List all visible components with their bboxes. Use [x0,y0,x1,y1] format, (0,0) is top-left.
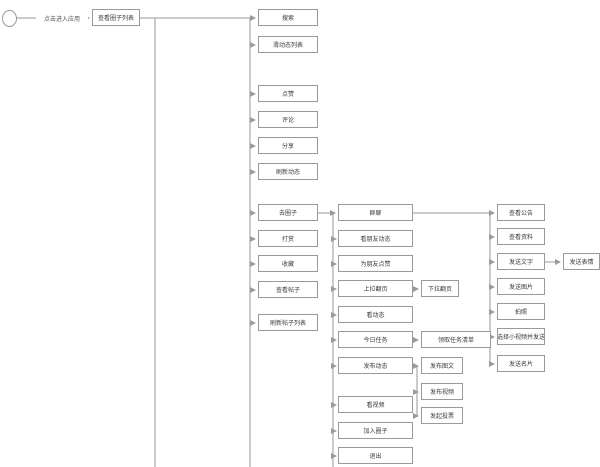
node-join-circle[interactable]: 加入圈子 [338,422,413,439]
node-go-circle[interactable]: 去圈子 [258,204,318,221]
node-view-profile[interactable]: 查看资料 [497,228,545,245]
node-view-feed[interactable]: 看动态 [338,306,413,323]
node-send-card[interactable]: 发送名片 [497,355,545,372]
node-search[interactable]: 搜索 [258,9,318,26]
node-pull-up-page[interactable]: 上拉翻页 [338,280,413,297]
node-view-announcement[interactable]: 查看公告 [497,204,545,221]
node-post-image-text[interactable]: 发布图文 [421,357,463,374]
node-daily-task[interactable]: 今日任务 [338,331,413,348]
node-pull-down-page[interactable]: 下拉翻页 [421,280,459,297]
start-node[interactable] [2,10,17,27]
node-like-friend[interactable]: 为朋友点赞 [338,255,413,272]
node-reward[interactable]: 打赏 [258,230,318,247]
node-favorite[interactable]: 收藏 [258,255,318,272]
node-refresh-post-list[interactable]: 刷新帖子列表 [258,314,318,331]
node-post-video[interactable]: 发布视频 [421,383,463,400]
node-pick-video-send[interactable]: 选择小视频并发送 [497,328,545,345]
node-comment[interactable]: 评论 [258,111,318,128]
node-view-circle-list[interactable]: 查看圈子列表 [92,9,140,26]
node-send-image[interactable]: 发送图片 [497,278,545,295]
node-view-friend-feed[interactable]: 看朋友动态 [338,230,413,247]
node-take-photo[interactable]: 拍照 [497,303,545,320]
node-start-poll[interactable]: 发起投票 [421,407,463,424]
node-exit[interactable]: 退出 [338,447,413,464]
node-view-post[interactable]: 查看帖子 [258,281,318,298]
edge-label: 点击进入应用 [36,13,88,23]
node-like[interactable]: 点赞 [258,85,318,102]
node-watch-video[interactable]: 看视频 [338,396,413,413]
node-scroll-feed-list[interactable]: 滑动态列表 [258,36,318,53]
node-post-feed[interactable]: 发布动态 [338,357,413,374]
node-claim-task-list[interactable]: 领取任务清单 [421,331,491,348]
node-group-chat[interactable]: 群聊 [338,204,413,221]
node-share[interactable]: 分享 [258,137,318,154]
node-refresh-feed[interactable]: 刷新动态 [258,163,318,180]
node-send-emoji[interactable]: 发送表情 [563,253,600,270]
node-send-text[interactable]: 发送文字 [497,253,545,270]
